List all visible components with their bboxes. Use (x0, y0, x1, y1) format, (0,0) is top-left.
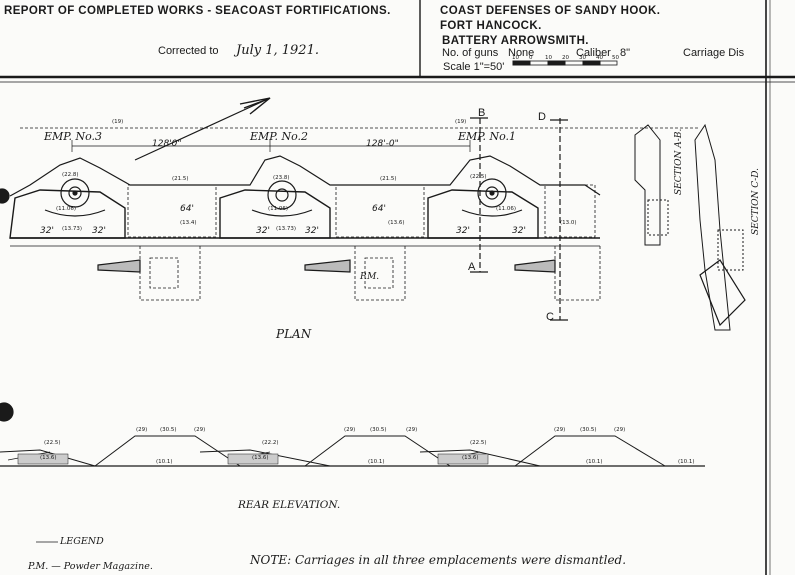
elevation-tag: (19) (112, 119, 124, 125)
elevation-tag: (29) (554, 427, 566, 433)
elevation-tag: (10.1) (156, 459, 173, 465)
elevation-tag: (23.8) (273, 175, 290, 181)
elevation-tag: (22.2) (262, 440, 279, 446)
elevation-tag: (19) (455, 119, 467, 125)
dim-label: 32' (92, 226, 106, 236)
corrected-label: Corrected to (158, 45, 219, 57)
scale-tick: 10 (545, 55, 552, 61)
elevation-tag: (30.5) (160, 427, 177, 433)
elevation-tag: (11.06) (496, 206, 517, 212)
elevation-tag: (13.6) (388, 220, 405, 226)
elevation-tag: (22.5) (470, 440, 487, 446)
elevation-tag: (29) (614, 427, 626, 433)
elevation-tag: (13.0) (560, 220, 577, 226)
elevation-tag: (29) (406, 427, 418, 433)
section-marker: C (546, 311, 554, 323)
elevation-tag: (13.73) (62, 226, 83, 232)
defense-name: COAST DEFENSES OF SANDY HOOK. (440, 5, 661, 17)
section-cut-lines (470, 117, 568, 321)
plan-title: PLAN (276, 327, 312, 341)
scale-tick: 20 (562, 55, 569, 61)
north-arrow-icon (134, 97, 271, 161)
elevation-tag: (21.5) (380, 176, 397, 182)
elevation-tag: (13.6) (40, 455, 57, 461)
elevation-tag: (10.1) (368, 459, 385, 465)
dim-label: 32' (40, 226, 54, 236)
elevation-tag: (10.1) (678, 459, 695, 465)
dim-label: 64' (372, 204, 386, 214)
battery-plan (0, 155, 601, 422)
battery-name: BATTERY ARROWSMITH. (442, 35, 589, 47)
elevation-tag: (30.5) (580, 427, 597, 433)
section-marker: B (478, 107, 486, 119)
scale-tick: 40 (596, 55, 603, 61)
elevation-tag: (13.6) (462, 455, 479, 461)
dim-label: 32' (456, 226, 470, 236)
fort-name: FORT HANCOCK. (440, 20, 542, 32)
scale-tick: 10 (512, 55, 519, 61)
magazine-label: P.M. (360, 272, 380, 282)
emplacement-label: EMP. No.2 (250, 130, 309, 143)
elevation-tag: (29) (136, 427, 148, 433)
corrected-date: July 1, 1921. (236, 43, 319, 58)
legend-title: LEGEND (60, 536, 104, 547)
rear-elevation-profile (0, 435, 705, 467)
caliber-value: 8" (620, 47, 631, 59)
elevation-tag: (13.73) (276, 226, 297, 232)
spacing-dim: 128'-0" (366, 139, 399, 149)
elevation-tag: (22.8) (62, 172, 79, 178)
elevation-tag: (11.06) (268, 206, 289, 212)
legend-entry: P.M. — Powder Magazine. (28, 561, 153, 572)
elevation-tag: (29) (194, 427, 206, 433)
dim-label: 64' (180, 204, 194, 214)
scale-label: Scale 1"=50' (443, 61, 505, 73)
carriage-label: Carriage Dis (683, 47, 745, 59)
dismantled-note: NOTE: Carriages in all three emplacement… (250, 553, 627, 567)
section-marker: A (468, 261, 476, 273)
dim-label: 32' (512, 226, 526, 236)
section-ab-label: SECTION A-B. (674, 128, 684, 195)
elevation-tag: (29) (344, 427, 356, 433)
guns-label: No. of guns (442, 47, 499, 59)
rear-elevation-title: REAR ELEVATION. (238, 499, 341, 511)
section-drawings (634, 123, 746, 331)
elevation-tag: (10.1) (586, 459, 603, 465)
spacing-dim: 128'0" (152, 139, 182, 149)
emplacement-label: EMP. No.3 (44, 130, 103, 143)
dim-label: 32' (256, 226, 270, 236)
elevation-tag: (21.5) (172, 176, 189, 182)
emplacement-label: EMP. No.1 (458, 130, 517, 143)
elevation-tag: (13.4) (180, 220, 197, 226)
scale-tick: 0 (529, 55, 533, 61)
elevation-tag: (13.6) (252, 455, 269, 461)
report-title: REPORT OF COMPLETED WORKS - SEACOAST FOR… (4, 5, 391, 17)
elevation-tag: (22.5) (44, 440, 61, 446)
elevation-tag: (22.5) (470, 174, 487, 180)
elevation-tag: (11.06) (56, 206, 77, 212)
scale-tick: 50 (612, 55, 619, 61)
caliber-label: Caliber (576, 47, 611, 59)
guns-value: None (508, 47, 535, 59)
scale-tick: 30 (579, 55, 586, 61)
section-cd-label: SECTION C-D. (751, 168, 761, 235)
section-marker: D (538, 111, 546, 123)
dim-label: 32' (305, 226, 319, 236)
elevation-tag: (30.5) (370, 427, 387, 433)
